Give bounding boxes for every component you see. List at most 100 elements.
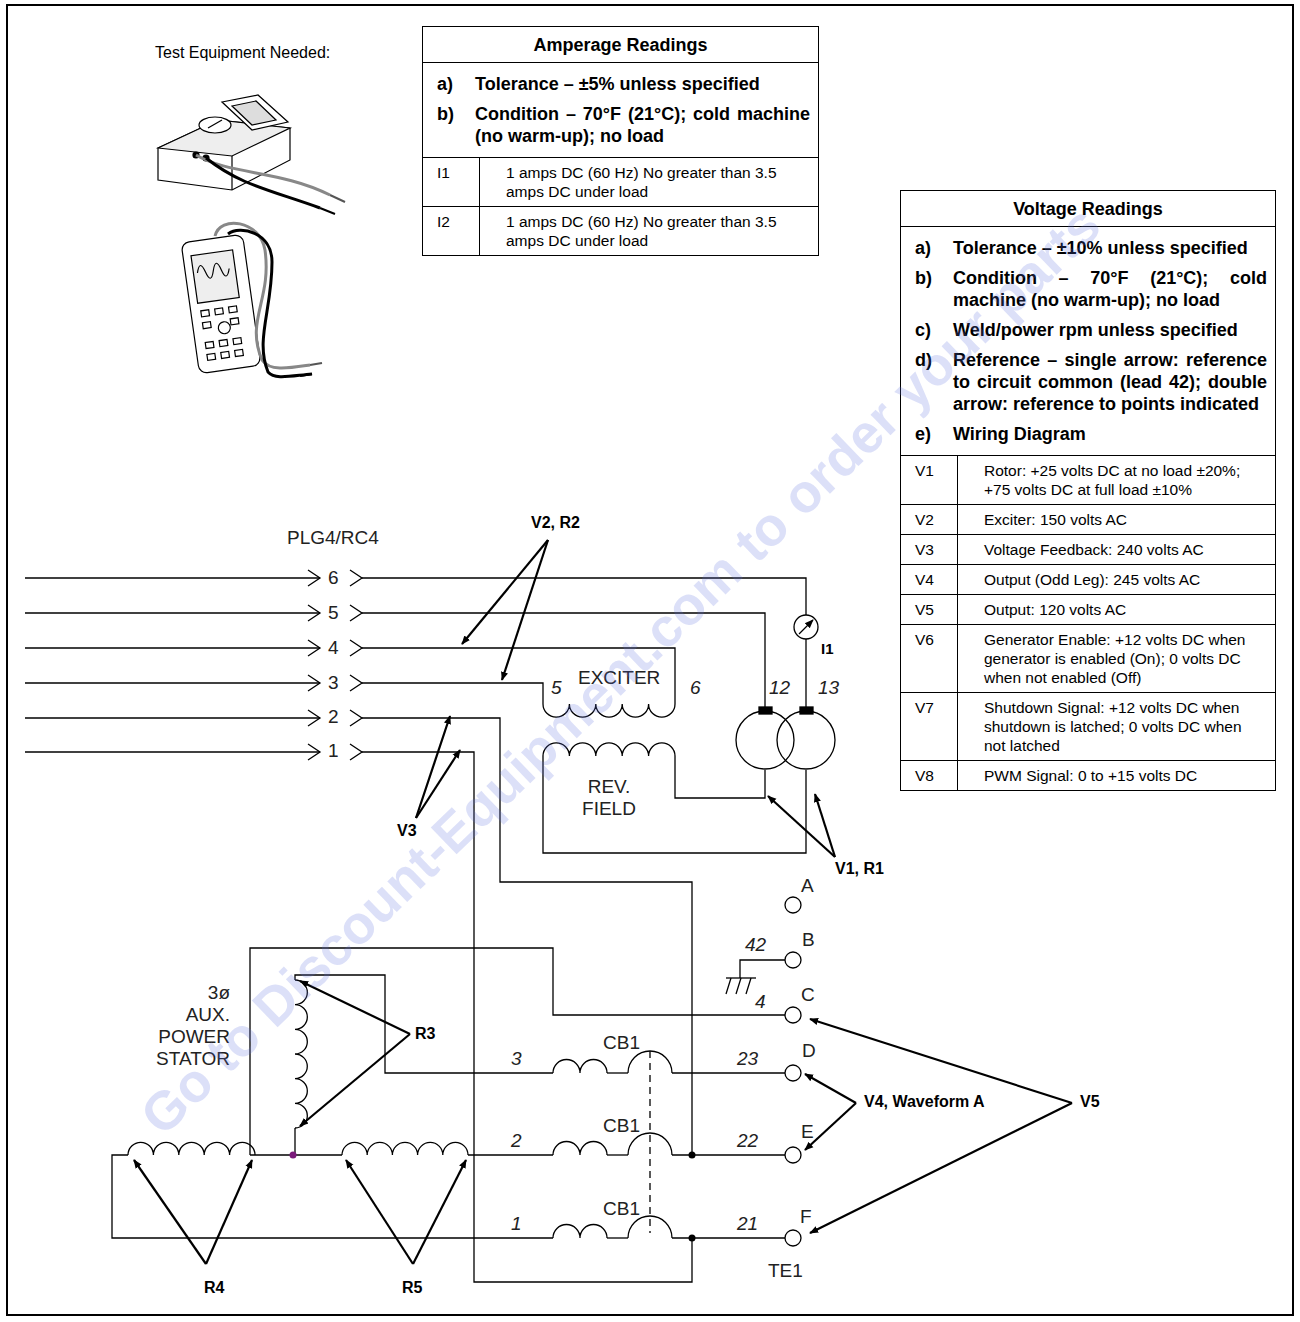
- readings-table: Voltage Readings a)Tolerance – ±10% unles…: [900, 190, 1276, 791]
- row-key: V7: [901, 693, 957, 760]
- spacer: [423, 63, 818, 69]
- terminal-label: E: [801, 1121, 814, 1143]
- table-row: V6Generator Enable: +12 volts DC when ge…: [901, 624, 1275, 692]
- row-key: a): [901, 237, 953, 259]
- row-key: I1: [423, 158, 479, 206]
- stator-winding: [128, 1142, 255, 1155]
- wire-number: 6: [690, 677, 701, 699]
- row-value: Tolerance – ±5% unless specified: [475, 73, 810, 95]
- table-row: c)Weld/power rpm unless specified: [901, 315, 1275, 345]
- wire-number: 3: [511, 1048, 522, 1070]
- row-key: V4: [901, 565, 957, 594]
- row-value: Output (Odd Leg): 245 volts AC: [957, 565, 1275, 594]
- row-key: a): [423, 73, 475, 95]
- pin-number: 6: [328, 567, 339, 589]
- wire-number: 13: [818, 677, 839, 699]
- table-row: V2Exciter: 150 volts AC: [901, 504, 1275, 534]
- wire-number: 42: [745, 934, 766, 956]
- callout-label: V5: [1080, 1093, 1100, 1111]
- table-row: a)Tolerance – ±10% unless specified: [901, 233, 1275, 263]
- table-row: I21 amps DC (60 Hz) No greater than 3.5 …: [423, 206, 818, 255]
- callout-label: R3: [415, 1025, 435, 1043]
- row-key: e): [901, 423, 953, 445]
- row-key: V8: [901, 761, 957, 790]
- terminal-label: B: [802, 929, 815, 951]
- pin-number: 1: [328, 740, 339, 762]
- terminal-label: D: [802, 1040, 816, 1062]
- terminal-block-name: TE1: [768, 1260, 803, 1282]
- row-key: c): [901, 319, 953, 341]
- wire-number: 21: [737, 1213, 758, 1235]
- table-row: V3Voltage Feedback: 240 volts AC: [901, 534, 1275, 564]
- connector-name: PLG4/RC4: [287, 527, 379, 549]
- table-row: d)Reference – single arrow: reference to…: [901, 345, 1275, 419]
- component-name: 3ø AUX. POWER STATOR: [138, 982, 230, 1070]
- row-value: Exciter: 150 volts AC: [957, 505, 1275, 534]
- row-value: Rotor: +25 volts DC at no load ±20%; +75…: [957, 456, 1275, 504]
- component-name: REV. FIELD: [570, 776, 648, 820]
- table-heading: Amperage Readings: [423, 27, 818, 63]
- component-name: EXCITER: [578, 667, 660, 689]
- table-row: I11 amps DC (60 Hz) No greater than 3.5 …: [423, 157, 818, 206]
- callout-label: I1: [821, 640, 834, 657]
- breaker-element: [553, 1225, 607, 1239]
- row-value: Condition – 70°F (21°C); cold machine (n…: [475, 103, 810, 147]
- terminal-label: F: [800, 1206, 812, 1228]
- row-value: Voltage Feedback: 240 volts AC: [957, 535, 1275, 564]
- breaker-element: [553, 1142, 607, 1156]
- row-key: d): [901, 349, 953, 415]
- terminal-symbols: [785, 897, 801, 1246]
- row-value: Weld/power rpm unless specified: [953, 319, 1267, 341]
- connector-pins: [25, 570, 362, 760]
- table-row: V1Rotor: +25 volts DC at no load ±20%; +…: [901, 455, 1275, 504]
- row-value: 1 amps DC (60 Hz) No greater than 3.5 am…: [479, 207, 818, 255]
- table-row: V7Shutdown Signal: +12 volts DC when shu…: [901, 692, 1275, 760]
- table-row: b)Condition – 70°F (21°C); cold machine …: [423, 99, 818, 151]
- row-value: 1 amps DC (60 Hz) No greater than 3.5 am…: [479, 158, 818, 206]
- table-row: V5Output: 120 volts AC: [901, 594, 1275, 624]
- pin-number: 4: [328, 637, 339, 659]
- pin-number: 5: [328, 602, 339, 624]
- wire-number: 5: [551, 677, 562, 699]
- stator-winding: [342, 1142, 468, 1155]
- breaker-element: [553, 1060, 607, 1074]
- wire-number: 23: [737, 1048, 758, 1070]
- row-key: b): [901, 267, 953, 311]
- callout-label: V4, Waveform A: [864, 1093, 985, 1111]
- table-row: V8PWM Signal: 0 to +15 volts DC: [901, 760, 1275, 790]
- wire-number: 22: [737, 1130, 758, 1152]
- exciter-coil: [543, 704, 675, 717]
- row-key: V1: [901, 456, 957, 504]
- row-value: Wiring Diagram: [953, 423, 1267, 445]
- callout-label: V2, R2: [531, 514, 580, 532]
- row-key: V6: [901, 625, 957, 692]
- row-value: Condition – 70°F (21°C); cold machine (n…: [953, 267, 1267, 311]
- callout-label: R4: [204, 1279, 224, 1297]
- spacer: [901, 227, 1275, 233]
- pin-number: 3: [328, 672, 339, 694]
- table-row: e)Wiring Diagram: [901, 419, 1275, 449]
- component-name: CB1: [603, 1115, 640, 1137]
- rotor-symbol: [736, 707, 835, 769]
- table-row: a)Tolerance – ±5% unless specified: [423, 69, 818, 99]
- stator-winding: [295, 980, 307, 1128]
- wire-number: 1: [511, 1213, 522, 1235]
- row-key: I2: [423, 207, 479, 255]
- callout-label: V1, R1: [835, 860, 884, 878]
- wire-number: 12: [769, 677, 790, 699]
- table-row: b)Condition – 70°F (21°C); cold machine …: [901, 263, 1275, 315]
- row-value: Output: 120 volts AC: [957, 595, 1275, 624]
- table-heading: Voltage Readings: [901, 191, 1275, 227]
- wire-number: 4: [755, 991, 766, 1013]
- row-key: b): [423, 103, 475, 147]
- component-name: CB1: [603, 1032, 640, 1054]
- row-key: V3: [901, 535, 957, 564]
- readings-table: Amperage Readings a)Tolerance – ±5% unles…: [422, 26, 819, 256]
- ammeter-symbol: [794, 615, 818, 639]
- terminal-label: C: [801, 984, 815, 1006]
- row-value: Tolerance – ±10% unless specified: [953, 237, 1267, 259]
- test-equipment-label: Test Equipment Needed:: [155, 44, 330, 62]
- pin-number: 2: [328, 706, 339, 728]
- component-name: CB1: [603, 1198, 640, 1220]
- row-value: Generator Enable: +12 volts DC when gene…: [957, 625, 1275, 692]
